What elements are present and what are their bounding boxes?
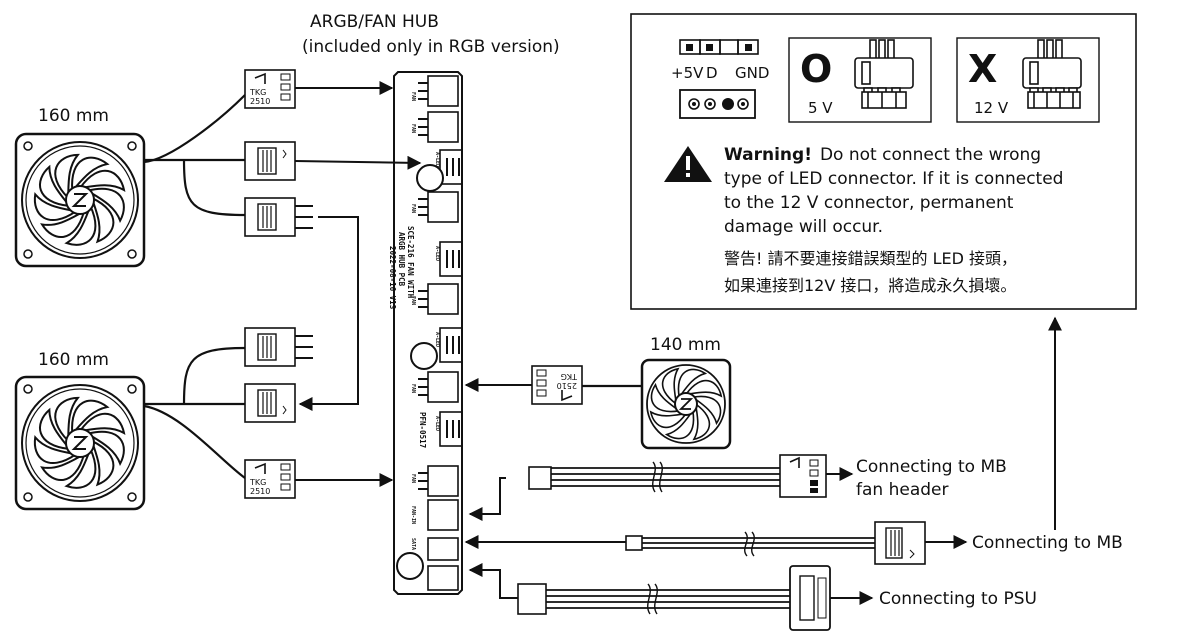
fan-size-label-bottom: 160 mm [38,350,109,370]
pin-plus5v: +5V [671,64,704,82]
correct-mark-icon: O [800,47,832,91]
fan-bottom-cables [143,346,246,479]
mb-label: Connecting to MB [972,533,1123,553]
pcb-port-label: A-LED [434,246,440,261]
pin-d: D [706,64,718,82]
capacitor-icon [396,552,424,580]
warning-zh-line-2: 如果連接到12V 接口，將造成永久損壞。 [724,276,1016,295]
warning-line-1: Warning! Do not connect the wrong [724,145,1041,165]
hub-subtitle: (included only in RGB version) [302,37,560,57]
hub-pins [418,82,460,490]
argb-daisy-connector-bottom [244,327,313,367]
pcb-port-label: A-LED [434,416,440,431]
tkg-fan-connector-140: TKG 2510 [531,365,583,405]
warning-line1-rest: Do not connect the wrong [820,145,1041,165]
warning-line-3: to the 12 V connector, permanent [724,193,1014,213]
tkg-code: 2510 [250,97,270,106]
mb-fan-label: Connecting to MB [856,457,1007,477]
pcb-date-text: 2022-08-16 V13 [388,246,397,310]
pcb-port-label: FAN [410,204,416,213]
mb-fan-label-2: fan header [856,480,948,500]
pcb-port-label: FAN [410,384,416,393]
plug-5v-icon [854,39,914,109]
sata-power-connector [789,565,831,631]
tkg-label: TKG [561,372,578,381]
fan-160mm-top-icon [14,132,146,268]
wrong-12v-label: 12 V [974,99,1009,117]
tkg-fan-connector-bottom: TKG 2510 [244,459,296,499]
wrong-mark-icon: X [968,47,997,91]
mb-fan-hub-plug [528,466,552,490]
argb-connector-top [244,141,296,181]
warning-line-4: damage will occur. [724,217,883,237]
argb-daisy-connector-top [244,197,313,237]
tkg-code: 2510 [557,381,577,390]
mb-argb-hub-plug [625,535,643,551]
plug-12v-icon [1022,39,1082,109]
argb-socket-icon [679,89,756,119]
mb-fan-header-connector [779,454,827,498]
argb-connector-bottom [244,383,296,423]
fan-160mm-bottom-icon [14,375,146,511]
pcb-port-label: A-LED [434,152,440,167]
fan-140mm-icon [640,358,732,450]
tkg-fan-connector-top: TKG 2510 [244,69,296,109]
warning-zh-line-1: 警告! 請不要連接錯誤類型的 LED 接頭， [724,249,1017,268]
pcb-port-label: FAN [410,296,416,305]
pcb-port-label: FAN-IN [410,506,416,524]
arrow-to-hub-argb1 [294,155,422,170]
pcb-part-number: PFN-0517 [418,412,427,448]
pin-gnd: GND [735,64,769,82]
fan-size-label-right: 140 mm [650,335,721,355]
warning-heading: Warning! [724,145,812,165]
hub-ports [427,75,463,591]
mb-fan-header-cable [550,461,780,493]
arrow-psu-to-hub [468,563,518,599]
pcb-model-text: ARGB HUB PCB [397,232,406,287]
tkg-label: TKG [249,88,266,97]
tkg-label: TKG [249,478,266,487]
arrow-mb-fan-to-hub [468,477,506,521]
pcb-model-text: SCE-216 FAN WITH [406,226,415,299]
capacitor-icon [416,164,444,192]
fan-size-label-top: 160 mm [38,106,109,126]
psu-cable [546,583,790,615]
pcb-port-label: SATA [410,538,416,550]
warning-line-2: type of LED connector. If it is connecte… [724,169,1063,189]
warning-box: +5V D GND O 5 V X 12 V [630,13,1137,310]
fan-top-cables [143,94,246,217]
correct-5v-label: 5 V [808,99,833,117]
mb-argb-connector [874,521,926,565]
pcb-port-label: FAN [410,474,416,483]
hub-pcb: FAN FAN A-LED FAN A-LED FAN A-LED FAN A-… [388,71,463,595]
mb-argb-cable [640,531,875,557]
warning-triangle-icon [664,146,712,182]
psu-label: Connecting to PSU [879,589,1037,609]
hub-title: ARGB/FAN HUB [310,12,439,32]
argb-pin-header-icon [679,39,759,55]
tkg-code: 2510 [250,487,270,496]
capacitor-icon [410,342,438,370]
pcb-port-label: A-LED [434,332,440,347]
arrow-daisy-chain [298,216,359,411]
pcb-port-label: FAN [410,92,416,101]
psu-hub-plug [517,583,547,615]
pcb-port-label: FAN [410,124,416,133]
